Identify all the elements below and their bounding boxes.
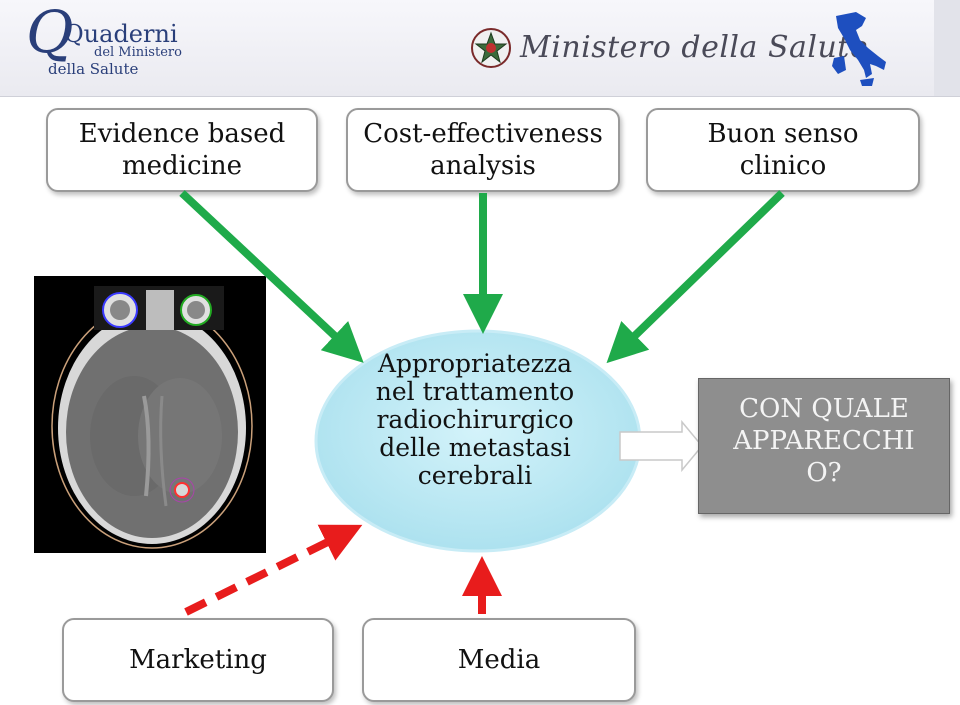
center-line5: cerebrali [417,461,533,490]
center-line1: Appropriatezza [377,349,572,378]
center-line2: nel trattamento [375,377,575,406]
logo-line3: della Salute [48,60,138,78]
cost-line1: Cost-effectiveness [363,119,603,149]
green-arrow-buon-senso [606,190,785,364]
central-concept-text: Appropriatezza nel trattamento radiochir… [340,350,610,490]
ministry-title: Ministero della Salute [520,30,869,65]
quaderni-logo: Q Quaderni del Ministero della Salute [26,6,182,78]
media-box: Media [362,618,636,702]
media-label: Media [457,645,541,675]
brain-ct-scan-image [34,276,266,553]
marketing-box: Marketing [62,618,334,702]
red-dashed-arrow-marketing [184,524,363,616]
buon-line2: clinico [739,151,827,181]
evidence-line2: medicine [121,151,242,181]
scrollbar-edge [934,0,960,96]
evidence-line1: Evidence based [78,119,286,149]
logo-line1: Quaderni [64,20,178,48]
republic-emblem-icon [471,28,511,68]
center-line3: radiochirurgico [376,405,574,434]
question-box: CON QUALE APPARECCHI O? [698,378,950,514]
header-banner: Q Quaderni del Ministero della Salute Mi… [0,0,960,97]
white-arrow-to-question [619,419,703,473]
logo-line2: del Ministero [94,45,182,60]
buon-line1: Buon senso [707,119,859,149]
svg-text:Q: Q [26,6,74,66]
question-line2: APPARECCHI [733,426,915,456]
center-line4: delle metastasi [379,433,571,462]
marketing-label: Marketing [129,645,267,675]
green-arrow-evidence [179,190,364,363]
question-line3: O? [806,458,842,488]
question-line1: CON QUALE [739,394,909,424]
cost-line2: analysis [430,151,536,181]
italy-map-icon [832,12,886,86]
